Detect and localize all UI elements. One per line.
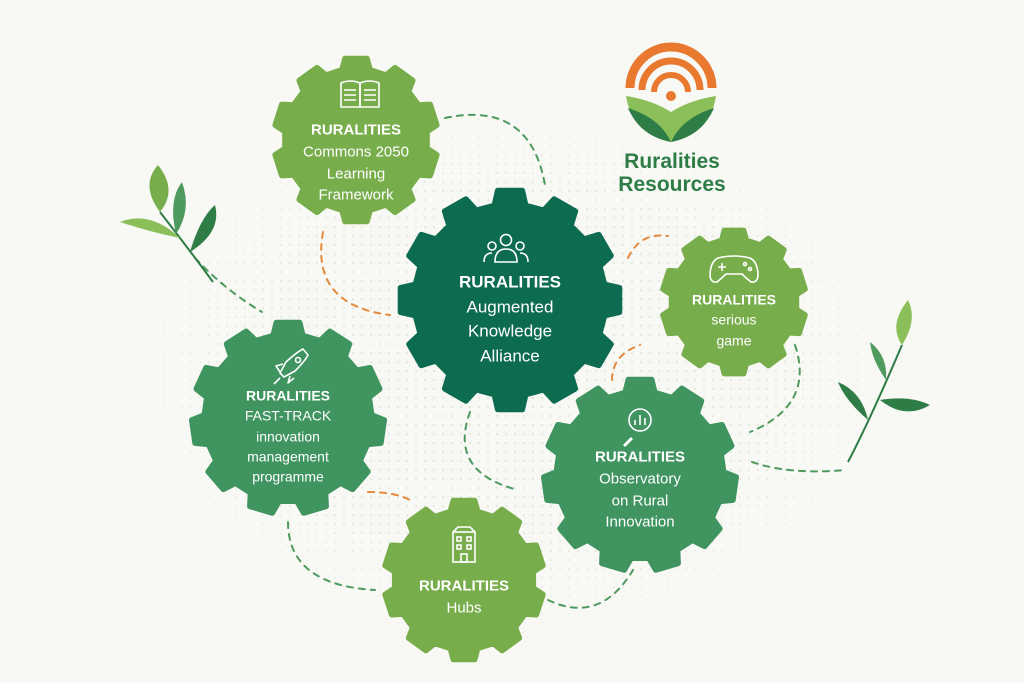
gear-shape [272, 55, 440, 225]
connector-fasttrack-hubs-lower [287, 521, 376, 591]
logo-title-line1: Ruralities [624, 150, 720, 173]
connector-commons-alliance [444, 113, 546, 186]
connector-fasttrack-hubs [367, 491, 411, 501]
gear-label-alliance: RURALITIES Augmented Knowledge Alliance [459, 271, 561, 370]
magnifier-chart-icon [622, 408, 652, 448]
gear-title: RURALITIES [595, 448, 685, 466]
gear-label-commons: RURALITIES Commons 2050 Learning Framewo… [303, 120, 409, 207]
gear-text: Observatory on Rural Innovation [599, 470, 681, 531]
connector-commons-alliance-lower [320, 231, 391, 316]
gear-shape [382, 497, 546, 663]
gear-text: Commons 2050 Learning Framework [303, 143, 409, 204]
leaf-sprig-right [838, 300, 930, 463]
gamepad-icon [709, 255, 759, 283]
book-icon [340, 80, 380, 108]
connector-alliance-observatory [463, 411, 519, 491]
gear-layer [189, 55, 808, 663]
building-icon [452, 526, 476, 563]
gear-observatory [541, 376, 739, 573]
logo-title: Ruralities Resources [618, 150, 725, 196]
gear-alliance [397, 187, 623, 413]
gear-label-observatory: RURALITIES Observatory on Rural Innovati… [595, 447, 685, 534]
rocket-icon [273, 348, 309, 385]
gear-title: RURALITIES [419, 577, 509, 595]
connector-game-observatory [611, 344, 641, 381]
gear-label-hubs: RURALITIES Hubs [419, 575, 509, 619]
gear-title: RURALITIES [459, 272, 561, 292]
connector-alliance-game [627, 234, 669, 259]
ruralities-logo [625, 42, 717, 142]
gear-text: Hubs [446, 599, 482, 616]
gear-hubs [382, 497, 546, 663]
gear-label-game: RURALITIES serious game [692, 290, 776, 351]
connector-hubs-observatory [547, 569, 634, 609]
gear-label-fasttrack: RURALITIES FAST-TRACK innovation managem… [245, 385, 331, 486]
gear-title: RURALITIES [310, 121, 401, 139]
connectors [194, 113, 846, 609]
gear-commons [272, 55, 440, 225]
gear-shape [397, 187, 623, 413]
gear-shape [660, 227, 808, 377]
connector-leaf-left [194, 257, 263, 313]
gear-text: serious game [711, 311, 757, 349]
gear-title: RURALITIES [245, 387, 330, 404]
gear-title: RURALITIES [692, 291, 776, 308]
gear-shape [189, 319, 387, 516]
gear-text: Augmented Knowledge Alliance [466, 297, 554, 366]
leaf-sprig-left [120, 165, 217, 283]
people-icon [483, 233, 529, 263]
gear-game [660, 227, 808, 377]
gear-fasttrack [189, 319, 387, 516]
logo-title-line2: Resources [618, 173, 726, 197]
gear-text: FAST-TRACK innovation management program… [244, 407, 332, 485]
connector-leaf-right [751, 461, 846, 473]
gear-shape [541, 376, 739, 573]
connector-game-right [749, 344, 801, 433]
